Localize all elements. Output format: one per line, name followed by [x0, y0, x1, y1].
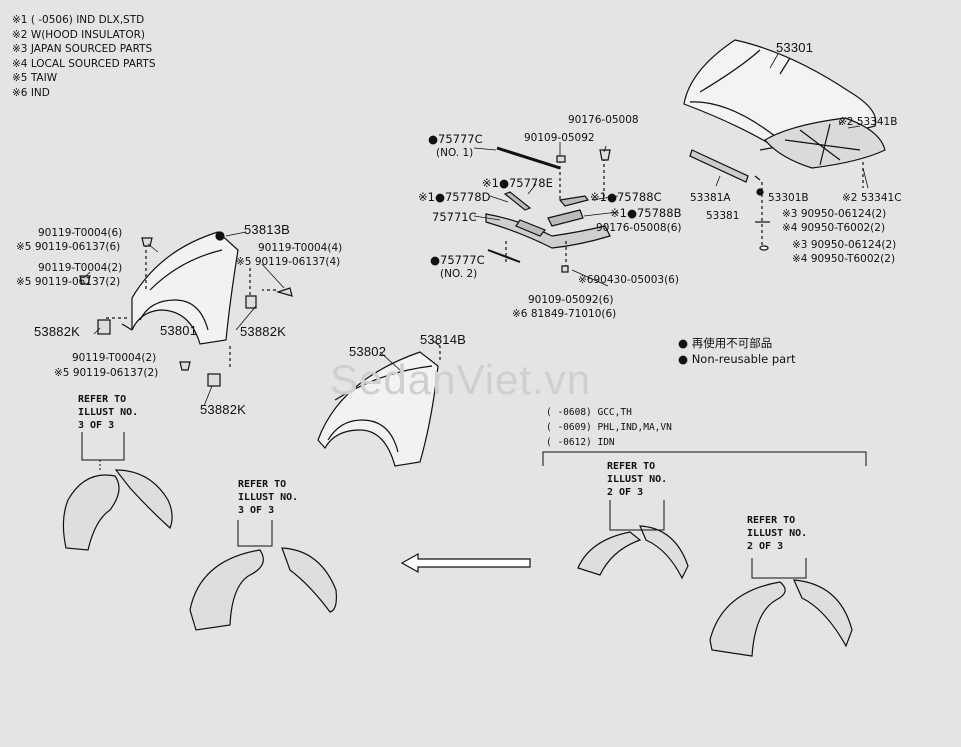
label-90950-a: ※3 90950-06124(2): [782, 208, 887, 220]
label-75777C-no2-sub: (NO. 2): [440, 268, 478, 280]
label-90176-mid: 90176-05008(6): [596, 222, 682, 234]
label-690430: ※690430-05003(6): [578, 274, 679, 286]
note-3: ※3 JAPAN SOURCED PARTS: [12, 43, 153, 55]
variant-3: ( -0612) IDN: [546, 437, 615, 448]
notes-block: ※1 ( -0506) IND DLX,STD ※2 W(HOOD INSULA…: [12, 14, 156, 101]
refer-note-4: REFER TO ILLUST NO. 2 OF 3: [747, 515, 808, 552]
refer-note-1: REFER TO ILLUST NO. 3 OF 3: [78, 394, 139, 431]
moulding-75771C-drawing: [485, 191, 611, 249]
label-90950-c: ※3 90950-06124(2): [792, 239, 897, 251]
note-6: ※6 IND: [12, 86, 50, 99]
fender-liner-top-left-drawing: [62, 469, 173, 551]
front-fender-53802-drawing: [317, 351, 439, 467]
refer-note-2: REFER TO ILLUST NO. 3 OF 3: [238, 479, 299, 516]
label-53882K-a: 53882K: [34, 324, 81, 339]
refer-note-3: REFER TO ILLUST NO. 2 OF 3: [607, 461, 668, 498]
note-1: ※1 ( -0506) IND DLX,STD: [12, 14, 145, 26]
label-53301: 53301: [776, 40, 814, 55]
label-81849: ※6 81849-71010(6): [512, 308, 617, 320]
label-90109-top: 90109-05092: [524, 132, 595, 144]
note-2: ※2 W(HOOD INSULATOR): [12, 28, 145, 41]
label-75771C: 75771C: [432, 210, 477, 224]
label-75788B: ※1●75788B: [610, 206, 682, 220]
label-53801: 53801: [160, 323, 198, 338]
label-53882K-c: 53882K: [200, 402, 247, 417]
label-53813B: 53813B: [244, 222, 291, 237]
label-90119-h: ※5 90119-06137(2): [54, 367, 159, 379]
note-4: ※4 LOCAL SOURCED PARTS: [12, 57, 156, 70]
label-53814B: 53814B: [420, 332, 467, 347]
label-53882K-b: 53882K: [240, 324, 287, 339]
label-90109-bot: 90109-05092(6): [528, 294, 614, 306]
label-90950-d: ※4 90950-T6002(2): [792, 253, 896, 265]
hood-insulator-53341B-drawing: [764, 117, 886, 169]
legend-en: ● Non-reusable part: [678, 352, 796, 366]
label-90950-b: ※4 90950-T6002(2): [782, 222, 886, 234]
label-53301B: 53301B: [768, 192, 809, 204]
label-75778E: ※1●75778E: [482, 176, 553, 190]
label-75777C-no2: ●75777C: [430, 253, 485, 267]
label-90119-f: ※5 90119-06137(2): [16, 276, 121, 288]
label-90119-b: ※5 90119-06137(6): [16, 241, 121, 253]
front-fender-53801-drawing: [121, 231, 239, 345]
label-53341B: ※2 53341B: [838, 116, 898, 128]
label-53341C: ※2 53341C: [842, 192, 902, 204]
label-75777C-no1-sub: (NO. 1): [436, 147, 474, 159]
label-53802: 53802: [349, 344, 387, 359]
watermark: SedanViet.vn: [330, 356, 592, 403]
legend-jp: ● 再使用不可部品: [678, 336, 773, 350]
left-arrow: [400, 552, 531, 574]
label-53381A: 53381A: [690, 192, 731, 204]
label-53381: 53381: [706, 210, 740, 222]
label-90176-top: 90176-05008: [568, 114, 639, 126]
label-90119-d: ※5 90119-06137(4): [236, 256, 341, 268]
label-90119-g: 90119-T0004(2): [72, 352, 157, 364]
hood-seal-53381-drawing: [689, 149, 761, 183]
fender-liner-right-bottom-drawing: [709, 579, 853, 657]
note-5: ※5 TAIW: [12, 72, 58, 84]
variant-2: ( -0609) PHL,IND,MA,VN: [546, 422, 672, 433]
variant-1: ( -0608) GCC,TH: [546, 407, 632, 418]
fender-liner-right-top-drawing: [577, 525, 689, 580]
label-75788C: ※1●75788C: [590, 190, 662, 204]
label-90119-c: 90119-T0004(4): [258, 242, 343, 254]
label-75778D: ※1●75778D: [418, 190, 491, 204]
label-90119-e: 90119-T0004(2): [38, 262, 123, 274]
label-90119-a: 90119-T0004(6): [38, 227, 123, 239]
label-75777C-no1: ●75777C: [428, 132, 483, 146]
fender-liner-mid-drawing: [189, 547, 337, 631]
